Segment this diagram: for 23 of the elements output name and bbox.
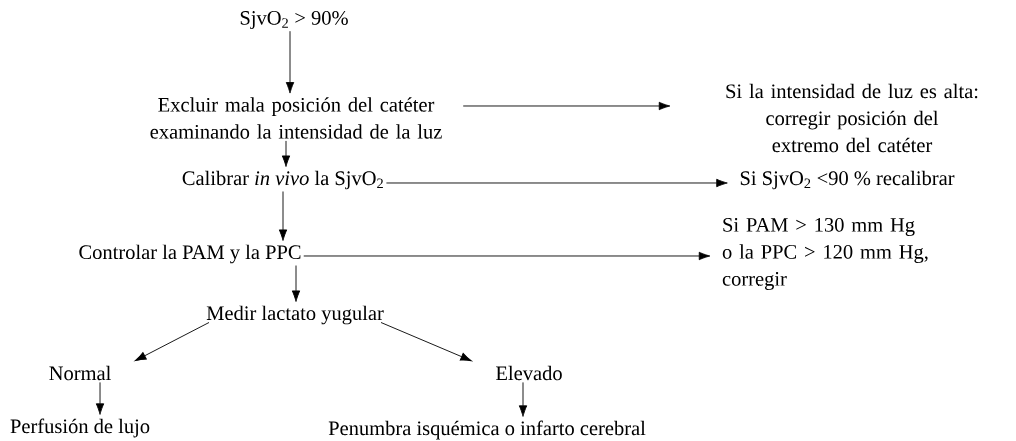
step-text: Si SjvO$_{2}$ <90 % recalibrar (740, 170, 955, 190)
arrow (303, 251, 711, 261)
arrow (95, 381, 105, 415)
arrow (518, 381, 528, 417)
step-text: Si PAM > 130 mm Hg o la PPC > 120 mm Hg, corregir (722, 217, 928, 290)
arrow (134, 322, 210, 362)
step-text: Elevado (496, 365, 562, 381)
step-text: Normal (49, 365, 111, 381)
step-text: SjvO$_{2}$ > 90% (240, 11, 348, 29)
arrow (291, 265, 301, 302)
arrow (278, 191, 288, 241)
arrow (285, 30, 295, 94)
arrow (281, 140, 291, 167)
step-text: Calibrar in vivo la SjvO$_{2}$ (182, 170, 383, 190)
step-text: Controlar la PAM y la PPC (79, 244, 301, 264)
step-text: Penumbra isquémica o infarto cerebral (328, 420, 646, 440)
step-text: Medir lactato yugular (206, 305, 384, 325)
arrow (385, 178, 728, 188)
step-text: Si la intensidad de luz es alta: corregir posición del extremo del catéter (726, 83, 978, 153)
arrow (462, 101, 671, 111)
arrow (380, 322, 472, 362)
step-text: Excluir mala posición del catéter examinando la intensidad de la luz (150, 97, 442, 139)
step-text: Perfusión de lujo (10, 418, 150, 438)
